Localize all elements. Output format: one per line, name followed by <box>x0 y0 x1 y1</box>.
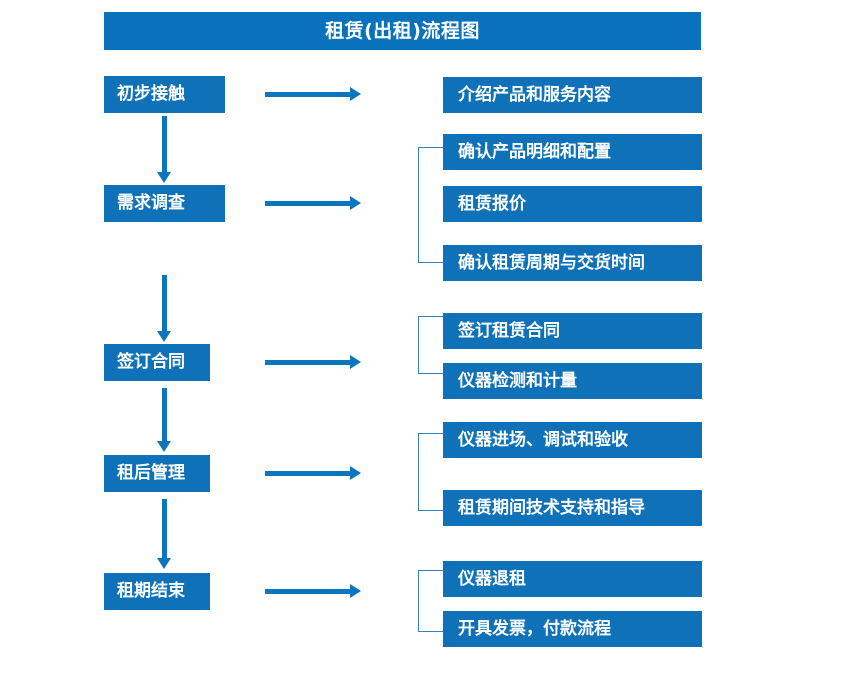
arrow-shaft <box>162 116 167 173</box>
detail-box-3[interactable]: 租赁报价 <box>443 186 702 222</box>
arrow-head-right-icon <box>350 87 361 101</box>
detail-box-6[interactable]: 仪器检测和计量 <box>443 363 702 399</box>
vertical-arrow-2-to-3 <box>157 275 171 342</box>
detail-label-4: 确认租赁周期与交货时间 <box>458 252 645 273</box>
detail-label-1: 介绍产品和服务内容 <box>458 84 611 105</box>
detail-box-7[interactable]: 仪器进场、调试和验收 <box>443 422 702 458</box>
stage-label-2: 需求调查 <box>117 193 185 213</box>
arrow-shaft <box>162 275 167 332</box>
horizontal-arrow-stage-2 <box>265 196 361 210</box>
group-bracket-4 <box>418 433 443 511</box>
arrow-head-right-icon <box>350 584 361 598</box>
arrow-shaft <box>265 589 351 594</box>
detail-box-4[interactable]: 确认租赁周期与交货时间 <box>443 245 702 281</box>
stage-box-3[interactable]: 签订合同 <box>104 344 210 381</box>
detail-box-10[interactable]: 开具发票，付款流程 <box>443 611 702 647</box>
horizontal-arrow-stage-4 <box>265 466 361 480</box>
arrow-head-right-icon <box>350 355 361 369</box>
horizontal-arrow-stage-1 <box>265 87 361 101</box>
diagram-title-bar: 租赁(出租)流程图 <box>104 12 701 50</box>
arrow-head-down-icon <box>157 172 171 183</box>
detail-box-1[interactable]: 介绍产品和服务内容 <box>443 77 702 113</box>
arrow-head-right-icon <box>350 196 361 210</box>
stage-label-4: 租后管理 <box>117 463 185 483</box>
stage-box-2[interactable]: 需求调查 <box>104 185 225 222</box>
arrow-shaft <box>265 471 351 476</box>
stage-box-1[interactable]: 初步接触 <box>104 76 225 113</box>
detail-label-2: 确认产品明细和配置 <box>458 141 611 162</box>
stage-label-5: 租期结束 <box>117 581 185 601</box>
detail-label-5: 签订租赁合同 <box>458 320 560 341</box>
detail-box-9[interactable]: 仪器退租 <box>443 561 702 597</box>
detail-label-3: 租赁报价 <box>458 193 526 214</box>
detail-box-2[interactable]: 确认产品明细和配置 <box>443 134 702 170</box>
detail-label-6: 仪器检测和计量 <box>458 370 577 391</box>
group-bracket-2 <box>418 147 443 263</box>
detail-label-8: 租赁期间技术支持和指导 <box>458 497 645 518</box>
detail-label-9: 仪器退租 <box>458 568 526 589</box>
page-title: 租赁(出租)流程图 <box>325 19 480 42</box>
arrow-shaft <box>162 388 167 442</box>
arrow-shaft <box>265 360 351 365</box>
detail-label-7: 仪器进场、调试和验收 <box>458 429 628 450</box>
group-bracket-3 <box>418 316 443 374</box>
arrow-head-down-icon <box>157 331 171 342</box>
stage-label-1: 初步接触 <box>117 84 185 104</box>
arrow-shaft <box>265 92 351 97</box>
detail-box-8[interactable]: 租赁期间技术支持和指导 <box>443 490 702 526</box>
group-bracket-5 <box>418 570 443 632</box>
stage-box-4[interactable]: 租后管理 <box>104 455 210 492</box>
stage-box-5[interactable]: 租期结束 <box>104 573 210 610</box>
vertical-arrow-1-to-2 <box>157 116 171 183</box>
arrow-head-down-icon <box>157 558 171 569</box>
vertical-arrow-3-to-4 <box>157 388 171 452</box>
horizontal-arrow-stage-3 <box>265 355 361 369</box>
arrow-head-right-icon <box>350 466 361 480</box>
horizontal-arrow-stage-5 <box>265 584 361 598</box>
stage-label-3: 签订合同 <box>117 352 185 372</box>
arrow-shaft <box>162 499 167 559</box>
arrow-shaft <box>265 201 351 206</box>
detail-label-10: 开具发票，付款流程 <box>458 618 611 639</box>
arrow-head-down-icon <box>157 441 171 452</box>
vertical-arrow-4-to-5 <box>157 499 171 569</box>
detail-box-5[interactable]: 签订租赁合同 <box>443 313 702 349</box>
